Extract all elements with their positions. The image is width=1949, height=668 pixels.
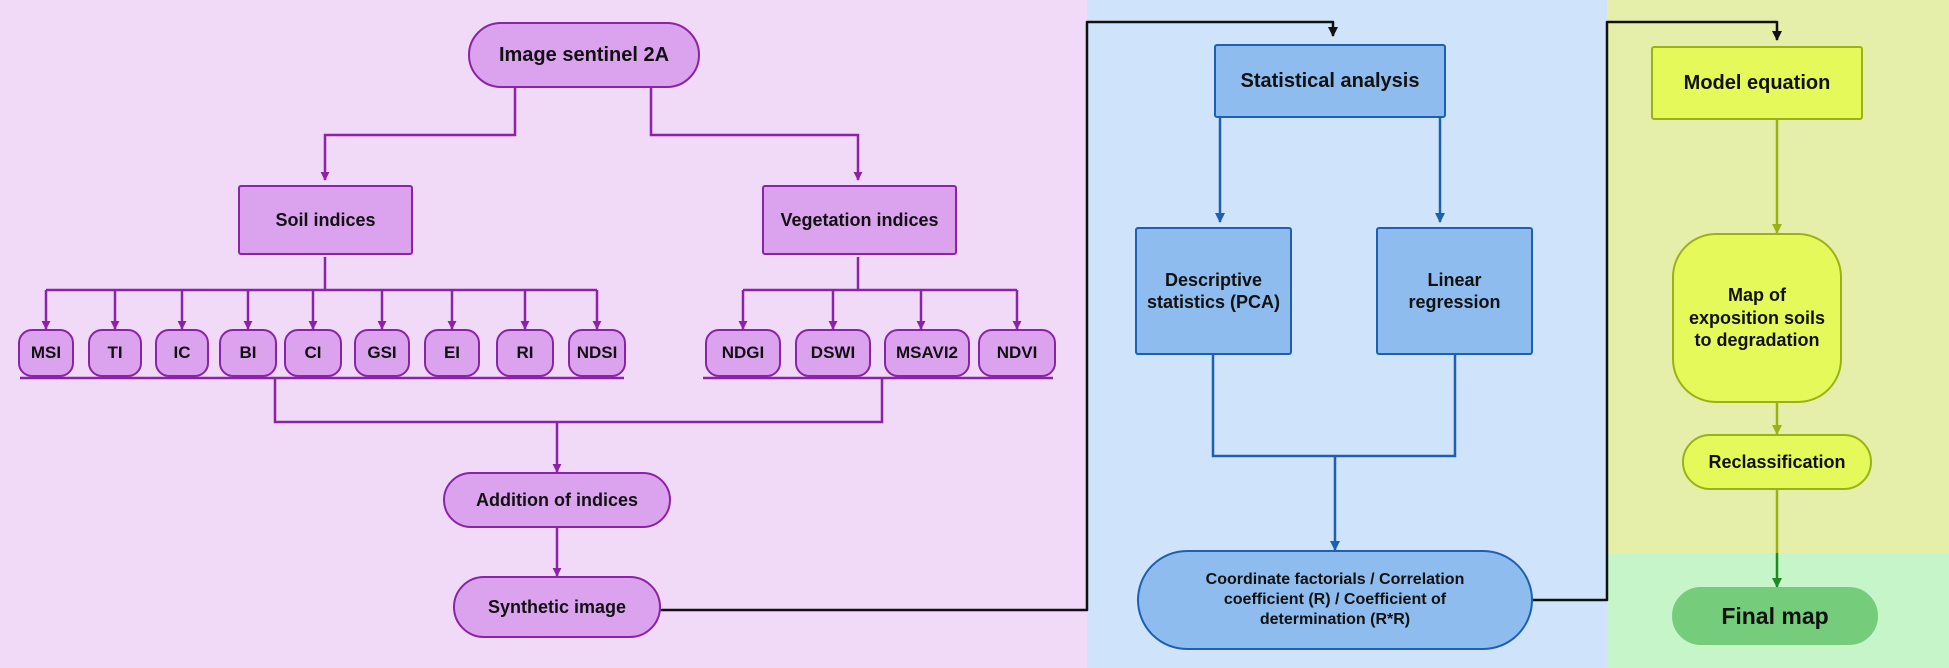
soil-index-msi: MSI	[18, 329, 74, 377]
final-map-node: Final map	[1672, 587, 1878, 645]
soil-index-ci: CI	[284, 329, 342, 377]
soil-index-bi: BI	[219, 329, 277, 377]
descriptive-statistics-node: Descriptive statistics (PCA)	[1135, 227, 1292, 355]
veg-index-msavi2: MSAVI2	[884, 329, 970, 377]
soil-index-ndsi: NDSI	[568, 329, 626, 377]
coordinate-factorials-node: Coordinate factorials / Correlation coef…	[1137, 550, 1533, 650]
synthetic-image-node: Synthetic image	[453, 576, 661, 638]
image-sentinel-node: Image sentinel 2A	[468, 22, 700, 88]
veg-index-ndgi: NDGI	[705, 329, 781, 377]
model-equation-node: Model equation	[1651, 46, 1863, 120]
reclassification-node: Reclassification	[1682, 434, 1872, 490]
linear-regression-node: Linear regression	[1376, 227, 1533, 355]
soil-index-ic: IC	[155, 329, 209, 377]
soil-indices-node: Soil indices	[238, 185, 413, 255]
soil-index-gsi: GSI	[354, 329, 410, 377]
soil-index-ri: RI	[496, 329, 554, 377]
vegetation-indices-node: Vegetation indices	[762, 185, 957, 255]
veg-index-ndvi: NDVI	[978, 329, 1056, 377]
addition-of-indices-node: Addition of indices	[443, 472, 671, 528]
statistical-analysis-node: Statistical analysis	[1214, 44, 1446, 118]
soil-index-ei: EI	[424, 329, 480, 377]
map-exposition-node: Map of exposition soils to degradation	[1672, 233, 1842, 403]
soil-index-ti: TI	[88, 329, 142, 377]
veg-index-dswi: DSWI	[795, 329, 871, 377]
